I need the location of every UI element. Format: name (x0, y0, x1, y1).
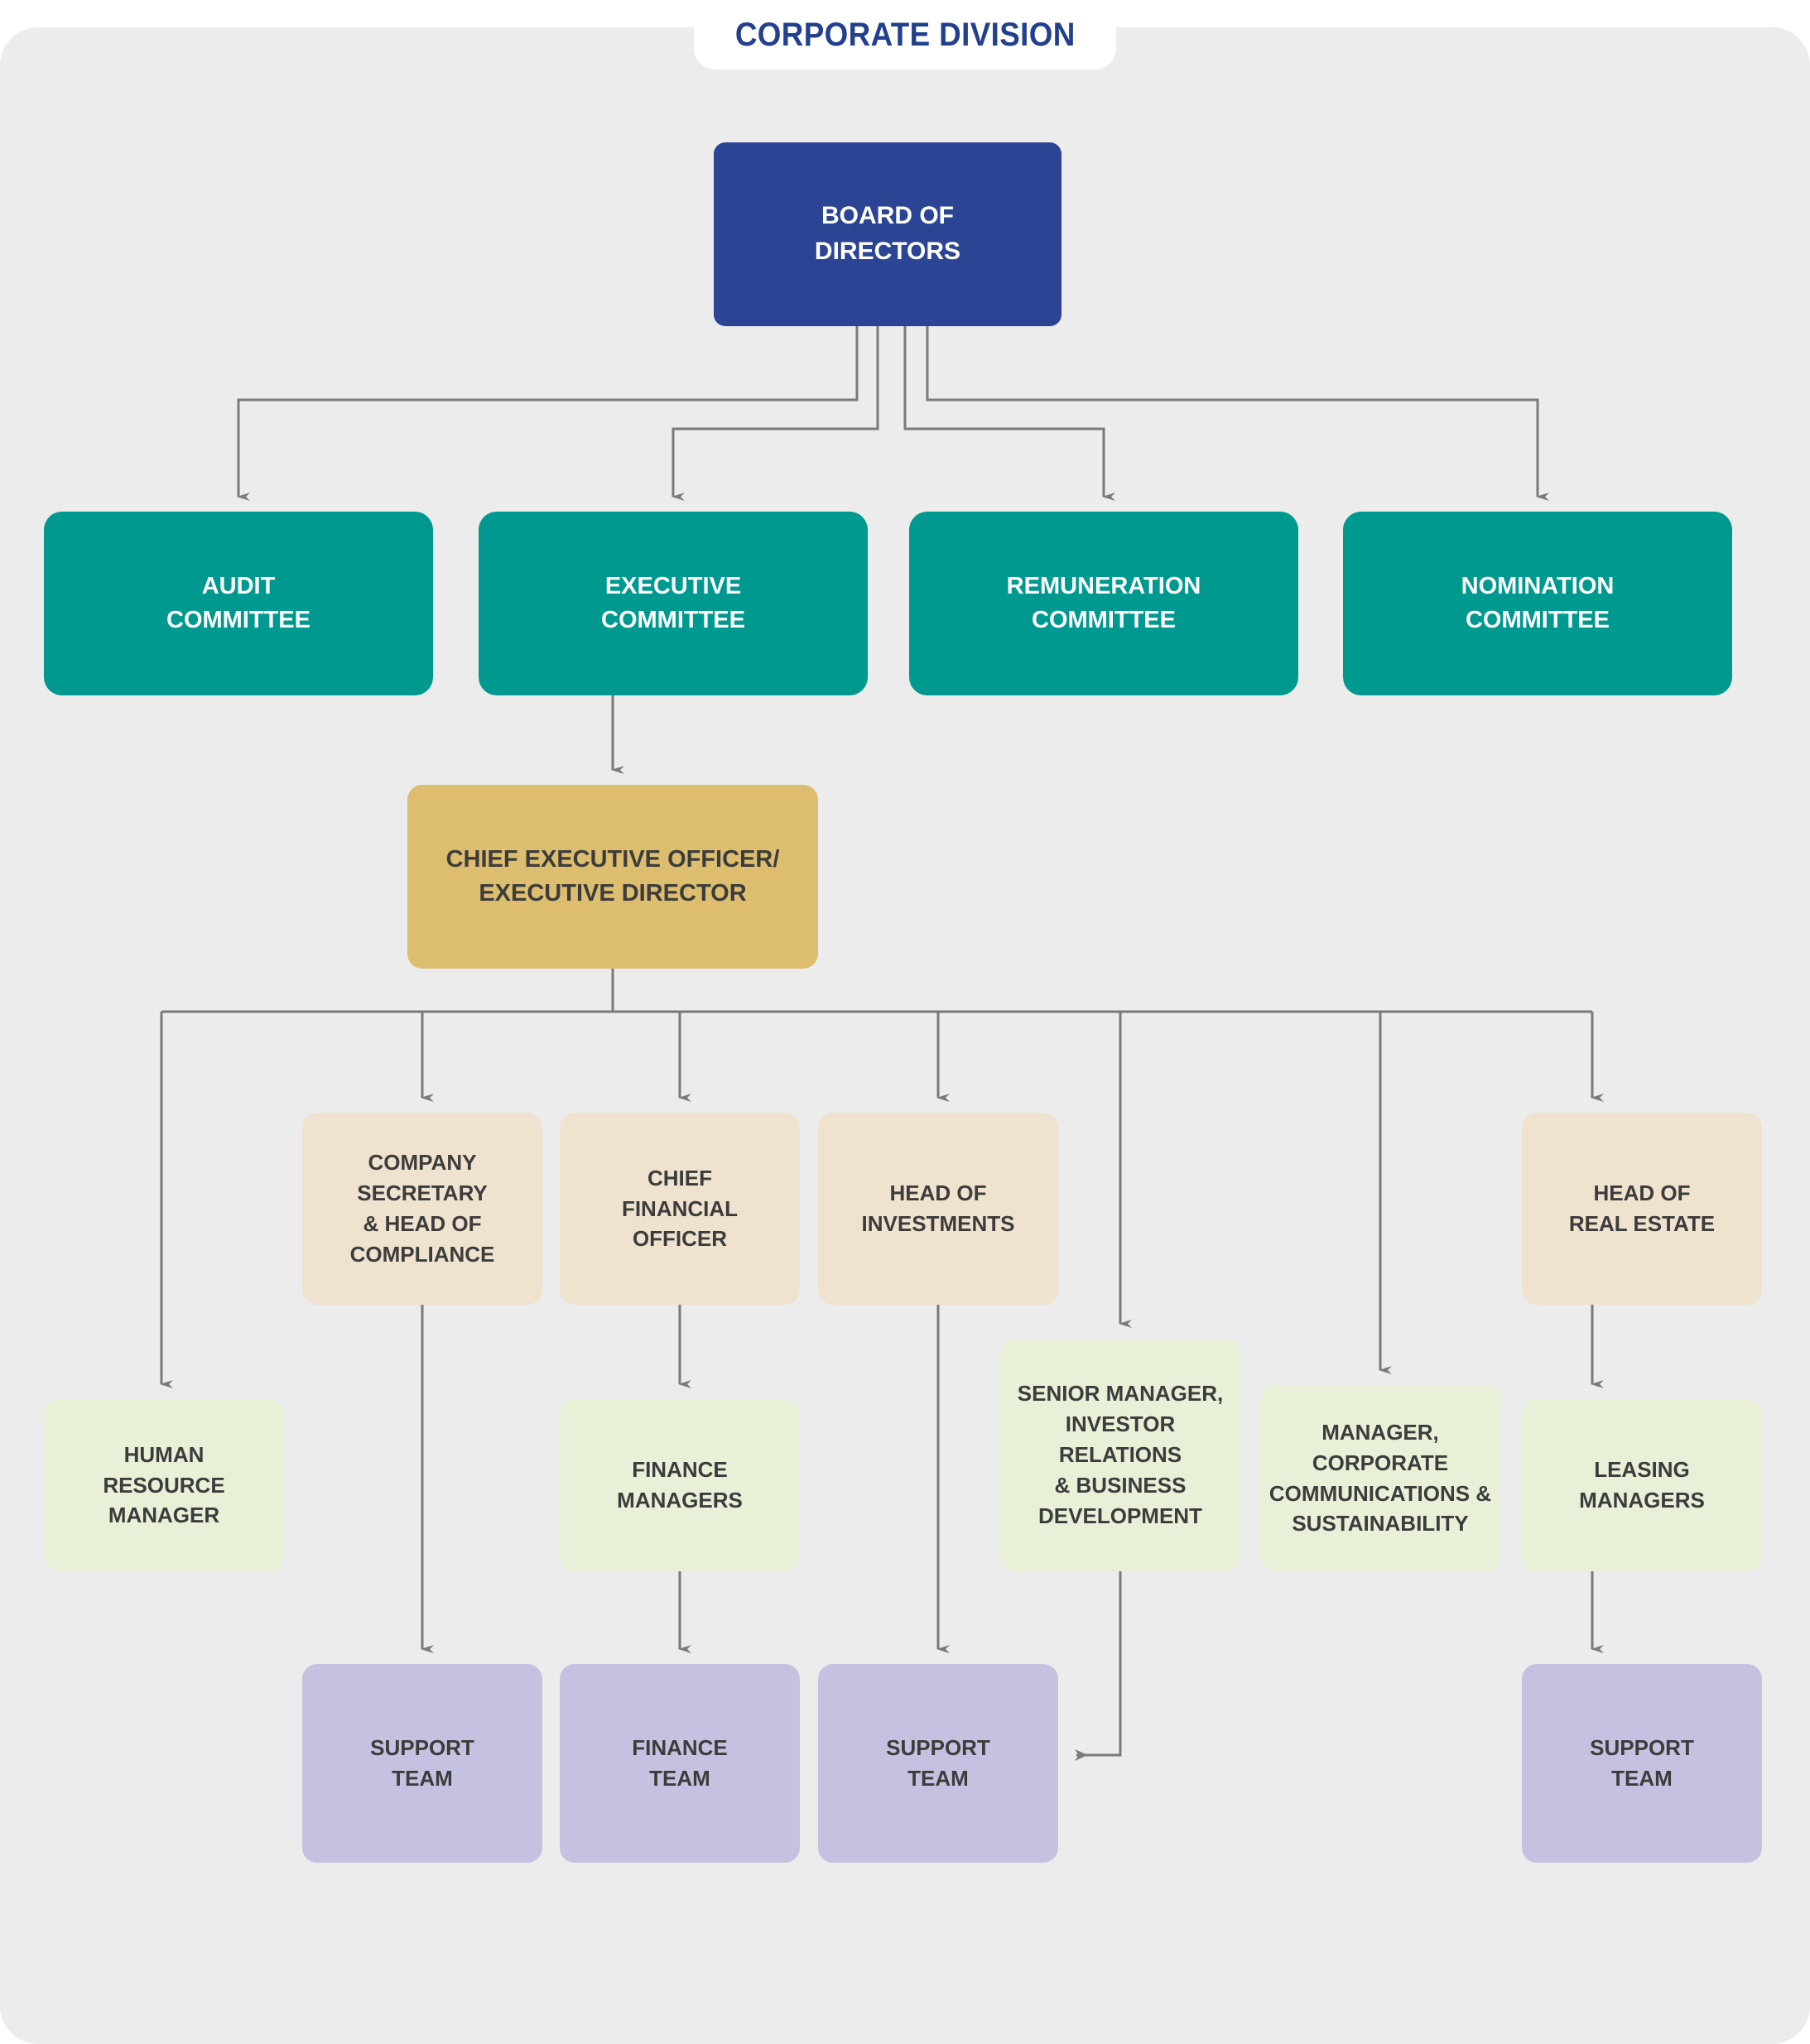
org-node-label: NOMINATION COMMITTEE (1461, 572, 1615, 633)
org-node-audit[interactable]: AUDIT COMMITTEE (44, 512, 433, 695)
page-title: CORPORATE DIVISION (694, 0, 1116, 70)
org-node-commgr[interactable]: MANAGER, CORPORATE COMMUNICATIONS & SUST… (1260, 1385, 1500, 1571)
org-node-label: SUPPORT TEAM (370, 1735, 474, 1791)
org-node-executive[interactable]: EXECUTIVE COMMITTEE (479, 512, 868, 695)
org-node-finmgr[interactable]: FINANCE MANAGERS (560, 1399, 800, 1571)
org-node-label: CHIEF EXECUTIVE OFFICER/ EXECUTIVE DIREC… (445, 845, 780, 907)
org-node-label: BOARD OF DIRECTORS (814, 202, 961, 265)
org-node-label: EXECUTIVE COMMITTEE (601, 572, 745, 633)
org-node-leasemgr[interactable]: LEASING MANAGERS (1522, 1399, 1762, 1571)
org-node-label: CHIEF FINANCIAL OFFICER (621, 1165, 739, 1252)
org-node-label: FINANCE MANAGERS (617, 1457, 743, 1513)
org-node-supinv[interactable]: SUPPORT TEAM (818, 1664, 1058, 1863)
org-node-finteam[interactable]: FINANCE TEAM (560, 1664, 800, 1863)
org-node-nomination[interactable]: NOMINATION COMMITTEE (1343, 512, 1732, 695)
org-node-senmgr[interactable]: SENIOR MANAGER, INVESTOR RELATIONS & BUS… (1000, 1339, 1240, 1571)
org-node-ceo[interactable]: CHIEF EXECUTIVE OFFICER/ EXECUTIVE DIREC… (407, 785, 818, 969)
org-node-label: COMPANY SECRETARY & HEAD OF COMPLIANCE (349, 1150, 495, 1267)
org-node-remuneration[interactable]: REMUNERATION COMMITTEE (909, 512, 1298, 695)
org-node-label: REMUNERATION COMMITTEE (1006, 572, 1201, 633)
org-node-cosec[interactable]: COMPANY SECRETARY & HEAD OF COMPLIANCE (302, 1113, 542, 1305)
org-node-label: HEAD OF REAL ESTATE (1568, 1181, 1716, 1236)
org-node-board[interactable]: BOARD OF DIRECTORS (714, 142, 1061, 326)
org-node-headinv[interactable]: HEAD OF INVESTMENTS (818, 1113, 1058, 1305)
org-node-label: SUPPORT TEAM (886, 1735, 990, 1791)
org-node-label: HUMAN RESOURCE MANAGER (103, 1441, 225, 1528)
page-title-text: CORPORATE DIVISION (734, 16, 1076, 53)
org-node-label: SENIOR MANAGER, INVESTOR RELATIONS & BUS… (1017, 1381, 1224, 1528)
org-node-label: AUDIT COMMITTEE (166, 572, 310, 633)
org-node-supcosec[interactable]: SUPPORT TEAM (302, 1664, 542, 1863)
org-node-cfo[interactable]: CHIEF FINANCIAL OFFICER (560, 1113, 800, 1305)
org-node-headre[interactable]: HEAD OF REAL ESTATE (1522, 1113, 1762, 1305)
org-node-label: MANAGER, CORPORATE COMMUNICATIONS & SUST… (1268, 1419, 1492, 1537)
org-node-label: FINANCE TEAM (632, 1735, 728, 1791)
org-node-label: SUPPORT TEAM (1590, 1735, 1694, 1791)
org-node-supre[interactable]: SUPPORT TEAM (1522, 1664, 1762, 1863)
org-node-hr[interactable]: HUMAN RESOURCE MANAGER (44, 1399, 284, 1571)
org-node-label: HEAD OF INVESTMENTS (861, 1181, 1015, 1236)
org-node-label: LEASING MANAGERS (1579, 1457, 1705, 1513)
